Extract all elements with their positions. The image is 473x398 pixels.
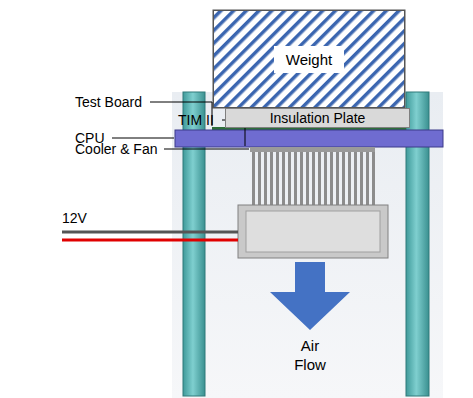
- heatsink-fin: [330, 152, 333, 205]
- power-wire: [62, 239, 238, 242]
- cpu-plate: [175, 130, 443, 147]
- heatsink-fin: [306, 152, 309, 205]
- heatsink-fin: [276, 152, 279, 205]
- heatsink-fin: [318, 152, 321, 205]
- heatsink-fin: [252, 152, 255, 205]
- heatsink-fin: [360, 152, 363, 205]
- insulation-plate: Insulation Plate: [225, 108, 410, 128]
- heatsink-fin: [300, 152, 303, 205]
- weight-hatch: [213, 10, 405, 108]
- node-text: Weight: [274, 46, 344, 73]
- heatsink-fin: [312, 152, 315, 205]
- leader-line: [112, 138, 174, 139]
- heatsink-fin: [294, 152, 297, 205]
- heatsink-fin: [282, 152, 285, 205]
- heatsink-fin: [354, 152, 357, 205]
- part-label: Test Board: [75, 94, 142, 110]
- heatsink-fin: [372, 152, 375, 205]
- part-label: Cooler & Fan: [75, 141, 157, 157]
- heatsink-fin: [366, 152, 369, 205]
- heatsink-fin: [342, 152, 345, 205]
- part-label: Air Flow: [285, 336, 335, 374]
- heatsink-fin: [270, 152, 273, 205]
- ground-wire: [62, 231, 238, 234]
- heatsink-fin: [264, 152, 267, 205]
- airflow-arrow: [270, 262, 350, 330]
- part-label: TIM II: [178, 112, 214, 128]
- node-text: Insulation Plate: [270, 110, 366, 126]
- leader-line: [164, 149, 249, 150]
- heatsink: [250, 147, 375, 205]
- heatsink-fin: [258, 152, 261, 205]
- heatsink-fin: [288, 152, 291, 205]
- heatsink-fin: [324, 152, 327, 205]
- part-label: 12V: [62, 210, 87, 226]
- fan: [238, 205, 388, 258]
- weight-block: Weight: [213, 10, 405, 108]
- heatsink-fin: [336, 152, 339, 205]
- fan-frame: [246, 211, 380, 252]
- backdrop: [172, 92, 443, 398]
- heatsink-fin: [348, 152, 351, 205]
